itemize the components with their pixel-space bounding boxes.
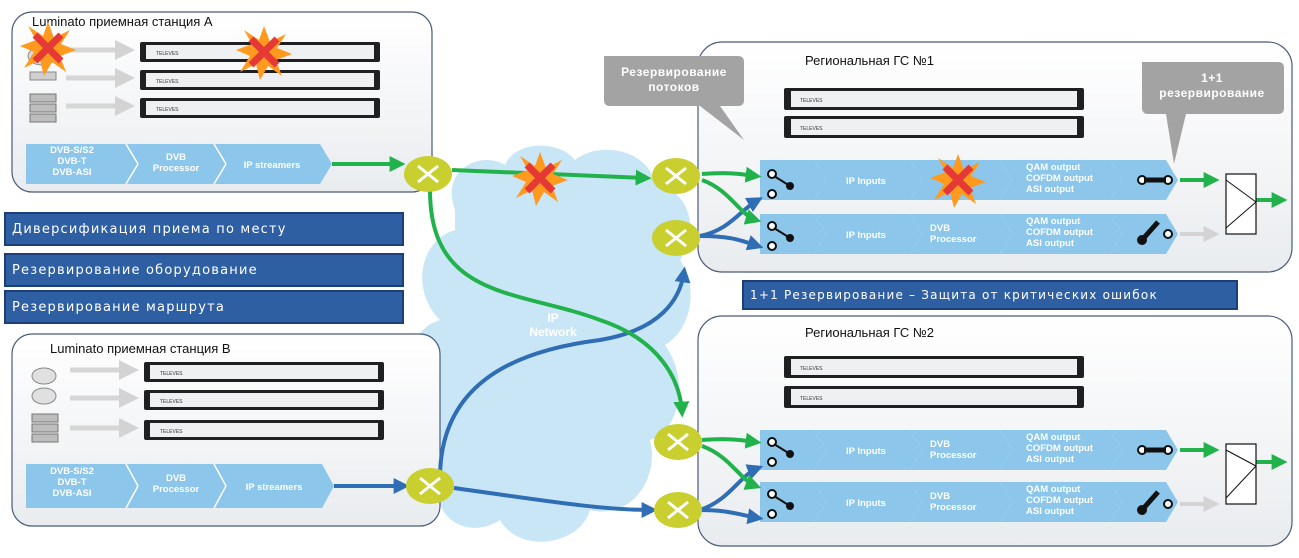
regional-1-device-2: TELEVES — [784, 116, 1084, 138]
device-brand: TELEVES — [156, 51, 179, 57]
banner-diversity: Диверсификация приема по месту — [4, 212, 404, 246]
one-plus-one-switch-1 — [1225, 173, 1257, 235]
station-b-antennas — [31, 367, 59, 443]
device-brand: TELEVES — [160, 429, 183, 435]
regional-1-row-2-inputs: IP Inputs — [846, 230, 886, 241]
device-brand: TELEVES — [800, 98, 823, 104]
ip-network-cloud — [410, 145, 691, 542]
regional-2-row-2-inputs: IP Inputs — [846, 498, 886, 509]
station-a-title: Luminato приемная станция А — [32, 14, 213, 29]
device-brand: TELEVES — [800, 366, 823, 372]
regional-2-row-1-inputs: IP Inputs — [846, 446, 886, 457]
regional-1-device-1: TELEVES — [784, 88, 1084, 110]
regional-2-title: Региональная ГС №2 — [805, 325, 934, 340]
station-a-streamers-label: IP streamers — [244, 160, 301, 171]
regional-1-row-1-inputs: IP Inputs — [846, 176, 886, 187]
router-icons — [404, 156, 702, 528]
station-b-device-3: TELEVES — [144, 420, 384, 440]
device-brand: TELEVES — [160, 399, 183, 405]
device-brand: TELEVES — [156, 107, 179, 113]
station-b-streamers-label: IP streamers — [246, 482, 303, 493]
regional-2-device-1: TELEVES — [784, 356, 1084, 378]
standby-output-arrows — [1180, 226, 1220, 512]
failure-icons — [20, 22, 986, 208]
regional-2-device-2: TELEVES — [784, 386, 1084, 408]
failure-icon — [512, 152, 568, 206]
router-icon — [406, 468, 454, 504]
regional-1-title: Региональная ГС №1 — [805, 53, 934, 68]
failure-icon — [20, 22, 76, 76]
failure-icon — [930, 154, 986, 208]
router-icon — [652, 158, 700, 194]
station-b-device-2: TELEVES — [144, 390, 384, 410]
one-plus-one-switch-2 — [1225, 443, 1257, 505]
device-brand: TELEVES — [156, 79, 179, 85]
device-brand: TELEVES — [800, 126, 823, 132]
device-brand: TELEVES — [160, 371, 183, 377]
green-paths — [332, 156, 1288, 490]
banner-protection: 1+1 Резервирование – Защита от критическ… — [742, 280, 1238, 310]
rack-devices: TELEVES TELEVES TELEVES TELEVES TELEVES … — [140, 42, 1084, 440]
station-a-device-3: TELEVES — [140, 98, 380, 118]
failure-icon — [236, 26, 292, 80]
station-input-arrows — [66, 40, 140, 438]
device-brand: TELEVES — [800, 396, 823, 402]
input-switch-icons — [767, 169, 794, 519]
blue-paths — [334, 197, 764, 525]
router-icon — [654, 492, 702, 528]
router-icon — [654, 424, 702, 460]
banner-equipment: Резервирование оборудование — [4, 253, 404, 287]
station-b-device-1: TELEVES — [144, 362, 384, 382]
station-b-title: Luminato приемная станция В — [50, 341, 231, 356]
output-switch-icons — [1137, 175, 1173, 515]
banner-route: Резервирование маршрута — [4, 290, 404, 324]
router-icon — [404, 156, 452, 192]
router-icon — [652, 220, 700, 256]
